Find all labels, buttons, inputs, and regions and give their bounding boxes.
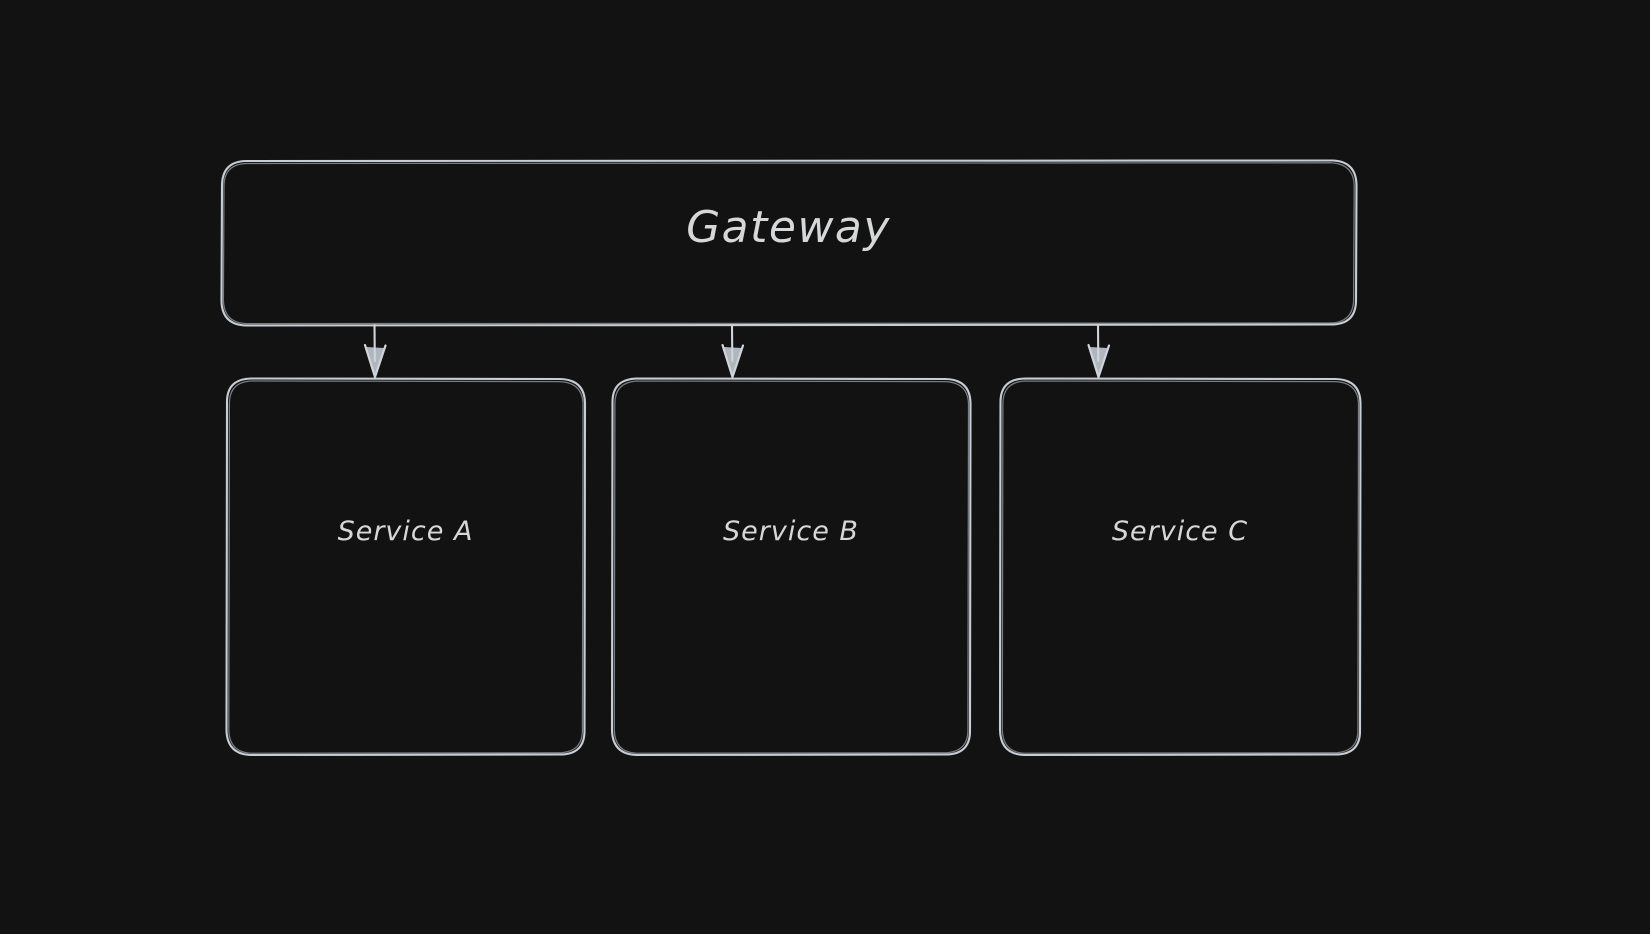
edge-gateway-service-a[interactable]: [363, 323, 387, 379]
edge-gateway-service-c[interactable]: [1087, 323, 1111, 379]
service-c-node-label: Service C: [1111, 516, 1249, 547]
gateway-node-shape[interactable]: [220, 159, 1358, 327]
service-b-node-label: Service B: [723, 516, 859, 547]
service-c-node-shape[interactable]: [998, 377, 1362, 757]
edge-gateway-service-b[interactable]: [721, 323, 745, 379]
service-a-node-label: Service A: [337, 516, 474, 547]
service-a-node-shape[interactable]: [225, 377, 587, 757]
gateway-node-label: Gateway: [686, 202, 891, 253]
service-b-node-shape[interactable]: [610, 377, 972, 757]
